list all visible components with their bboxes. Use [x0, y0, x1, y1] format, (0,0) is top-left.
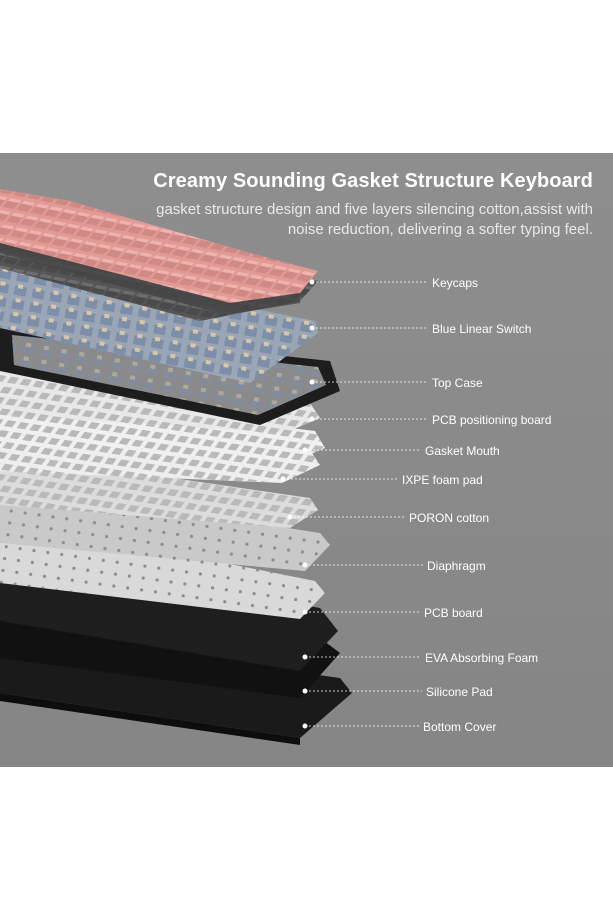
page-subtitle: gasket structure design and five layers …: [156, 201, 593, 238]
layer-label-gasket-mouth: Gasket Mouth: [425, 444, 500, 458]
layer-label-silicone: Silicone Pad: [426, 685, 493, 699]
exploded-keyboard-illustration: [0, 189, 428, 745]
layer-label-bottom-cover: Bottom Cover: [423, 720, 497, 734]
layer-label-pcb-board: PCB board: [424, 606, 483, 620]
layer-label-eva: EVA Absorbing Foam: [425, 651, 539, 665]
product-diagram-panel: Creamy Sounding Gasket Structure Keyboar…: [0, 153, 613, 767]
leader-dots: [280, 279, 315, 729]
layer-label-ixpe: IXPE foam pad: [402, 473, 483, 487]
layer-label-switch: Blue Linear Switch: [432, 322, 532, 336]
page-title: Creamy Sounding Gasket Structure Keyboar…: [153, 170, 593, 192]
leader-lines: [283, 281, 428, 727]
layer-label-diaphragm: Diaphragm: [427, 559, 486, 573]
layer-label-top-case: Top Case: [432, 376, 483, 390]
layer-label-poron: PORON cotton: [409, 511, 490, 525]
layer-label-pcb-positioning: PCB positioning board: [432, 413, 552, 427]
layer-label-keycaps: Keycaps: [432, 276, 479, 290]
